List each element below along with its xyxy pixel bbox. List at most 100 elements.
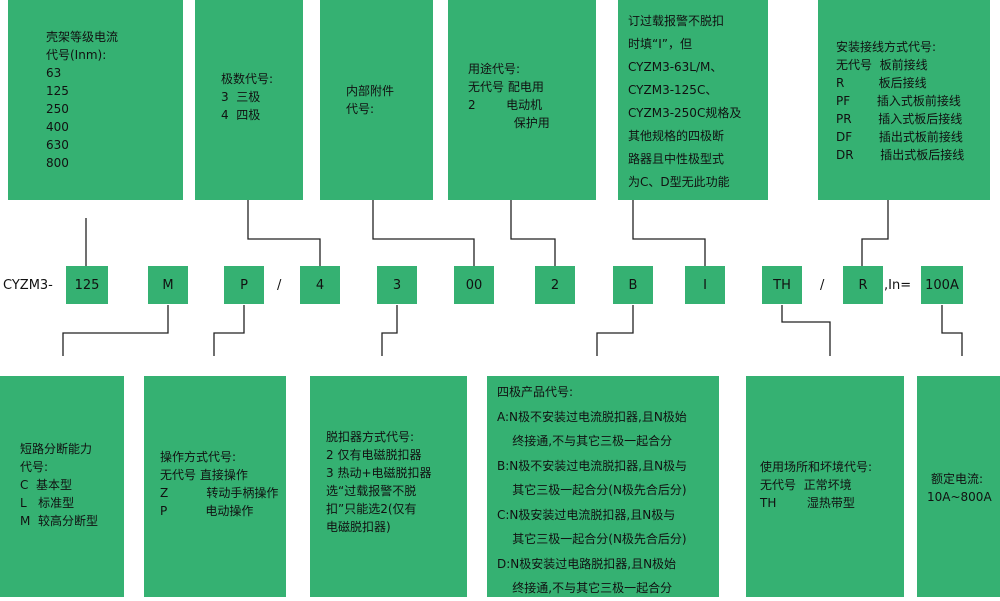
operation-line-1: 无代号 直接操作 <box>160 468 248 482</box>
cell-release: 3 <box>377 266 417 304</box>
cell-breaking: M <box>148 266 188 304</box>
four-pole-line-7: D:N极安装过电路脱扣器,且N极始 <box>497 556 677 571</box>
cell-rated: 100A <box>921 266 963 304</box>
connector-four-pole <box>596 305 634 356</box>
four-pole-line-1: A:N极不安装过电流脱扣器,且N极始 <box>497 409 687 424</box>
usage-line-3: 保护用 <box>468 116 550 130</box>
environment-box: 使用场所和坏境代号: 无代号 正常坏境 TH 湿热带型 <box>746 376 904 597</box>
connector-release <box>381 305 398 356</box>
connector-wiring <box>861 200 889 266</box>
alarm-line-5: 其他规格的四极断 <box>628 129 725 143</box>
usage-line-2: 2 电动机 <box>468 98 543 112</box>
poles-line-2: 4 四极 <box>221 108 261 122</box>
connector-rated <box>941 305 963 356</box>
four-pole-line-4: 其它三极一起合分(N极先合后分) <box>497 483 687 497</box>
release-box: 脱扣器方式代号: 2 仅有电磁脱扣器 3 热动+电磁脱扣器 选“过载报警不脱 扣… <box>310 376 467 597</box>
environment-line-2: TH 湿热带型 <box>760 496 855 510</box>
cell-environment: TH <box>762 266 802 304</box>
connector-accessory <box>372 200 475 266</box>
breaking-line-0: 短路分断能力 <box>20 442 93 456</box>
slash-1: / <box>277 278 282 293</box>
accessory-line-1: 代号: <box>346 102 375 116</box>
alarm-line-2: CYZM3-63L/M、 <box>628 60 723 74</box>
alarm-box: 订过载报警不脱扣 时填“I”，但 CYZM3-63L/M、 CYZM3-125C… <box>618 0 768 200</box>
connector-operation <box>213 305 245 356</box>
cell-poles: 4 <box>300 266 340 304</box>
release-line-4: 扣”只能选2(仅有 <box>326 502 417 516</box>
rated-line-0: 额定电流: <box>931 472 984 486</box>
rated-current-box: 额定电流: 10A~800A <box>917 376 1000 597</box>
four-pole-line-0: 四极产品代号: <box>497 385 574 399</box>
connector-environment <box>781 305 831 356</box>
alarm-line-0: 订过载报警不脱扣 <box>628 14 725 28</box>
usage-line-1: 无代号 配电用 <box>468 80 544 94</box>
poles-line-1: 3 三极 <box>221 90 261 104</box>
rated-line-1: 10A~800A <box>927 490 992 504</box>
four-pole-line-8: 终接通,不与其它三极一起合分 <box>497 581 673 595</box>
alarm-line-7: 为C、D型无此功能 <box>628 175 730 189</box>
cell-wiring: R <box>843 266 883 304</box>
connector-breaking <box>62 305 169 356</box>
release-line-1: 2 仅有电磁脱扣器 <box>326 448 422 462</box>
four-pole-line-3: B:N极不安装过电流脱扣器,且N极与 <box>497 458 688 473</box>
four-pole-line-6: 其它三极一起合分(N极先合后分) <box>497 532 687 546</box>
operation-box: 操作方式代号: 无代号 直接操作 Z 转动手柄操作 P 电动操作 <box>144 376 286 597</box>
breaking-line-1: 代号: <box>20 460 49 474</box>
frame-line-3: 125 <box>46 84 69 98</box>
connector-usage <box>510 200 556 266</box>
operation-line-2: Z 转动手柄操作 <box>160 486 279 500</box>
breaking-line-4: M 较高分断型 <box>20 514 98 528</box>
release-line-0: 脱扣器方式代号: <box>326 430 415 444</box>
wiring-line-6: DR 插出式板后接线 <box>836 148 965 162</box>
accessory-line-0: 内部附件 <box>346 84 395 98</box>
operation-line-3: P 电动操作 <box>160 504 254 518</box>
in-label: ,In= <box>884 278 912 293</box>
operation-line-0: 操作方式代号: <box>160 450 237 464</box>
frame-line-6: 630 <box>46 138 69 152</box>
alarm-line-4: CYZM3-250C规格及 <box>628 106 742 120</box>
connector-poles <box>247 200 321 266</box>
cell-accessory: 00 <box>454 266 494 304</box>
four-pole-line-5: C:N极安装过电流脱扣器,且N极与 <box>497 507 676 522</box>
frame-line-0: 壳架等级电流 <box>46 30 119 44</box>
usage-box: 用途代号: 无代号 配电用 2 电动机 保护用 <box>448 0 596 200</box>
four-pole-box: 四极产品代号: A:N极不安装过电流脱扣器,且N极始 终接通,不与其它三极一起合… <box>487 376 719 597</box>
environment-line-0: 使用场所和坏境代号: <box>760 460 873 474</box>
wiring-line-1: 无代号 板前接线 <box>836 58 928 72</box>
accessory-box: 内部附件 代号: <box>320 0 433 200</box>
usage-line-0: 用途代号: <box>468 62 521 76</box>
slash-2: / <box>820 278 825 293</box>
release-line-5: 电磁脱扣器) <box>326 520 391 534</box>
poles-box: 极数代号: 3 三极 4 四极 <box>195 0 303 200</box>
frame-line-7: 800 <box>46 156 69 170</box>
wiring-box: 安装接线方式代号: 无代号 板前接线 R 板后接线 PF 插入式板前接线 PR … <box>818 0 990 200</box>
release-line-2: 3 热动+电磁脱扣器 <box>326 466 432 480</box>
frame-line-4: 250 <box>46 102 69 116</box>
breaking-line-2: C 基本型 <box>20 478 73 492</box>
frame-line-1: 代号(Inm): <box>46 48 107 62</box>
frame-line-2: 63 <box>46 66 62 80</box>
alarm-line-3: CYZM3-125C、 <box>628 83 718 97</box>
breaking-line-3: L 标准型 <box>20 496 75 510</box>
environment-line-1: 无代号 正常坏境 <box>760 478 852 492</box>
wiring-line-3: PF 插入式板前接线 <box>836 94 961 108</box>
wiring-line-5: DF 插出式板前接线 <box>836 130 963 144</box>
wiring-line-2: R 板后接线 <box>836 76 927 90</box>
four-pole-line-2: 终接通,不与其它三极一起合分 <box>497 434 673 448</box>
connector-alarm <box>632 200 706 266</box>
wiring-line-0: 安装接线方式代号: <box>836 40 937 54</box>
cell-frame: 125 <box>66 266 108 304</box>
alarm-line-6: 路器且中性极型式 <box>628 152 725 166</box>
poles-line-0: 极数代号: <box>221 72 274 86</box>
frame-line-5: 400 <box>46 120 69 134</box>
wiring-line-4: PR 插入式板后接线 <box>836 112 963 126</box>
cell-usage: 2 <box>535 266 575 304</box>
cell-alarm: I <box>685 266 725 304</box>
breaking-capacity-box: 短路分断能力 代号: C 基本型 L 标准型 M 较高分断型 <box>0 376 124 597</box>
cell-operation: P <box>224 266 264 304</box>
frame-current-box: 壳架等级电流 代号(Inm): 63 125 250 400 630 800 <box>8 0 183 200</box>
release-line-3: 选“过载报警不脱 <box>326 484 417 498</box>
cell-four-pole: B <box>613 266 653 304</box>
model-prefix: CYZM3- <box>3 278 53 293</box>
alarm-line-1: 时填“I”，但 <box>628 37 692 51</box>
